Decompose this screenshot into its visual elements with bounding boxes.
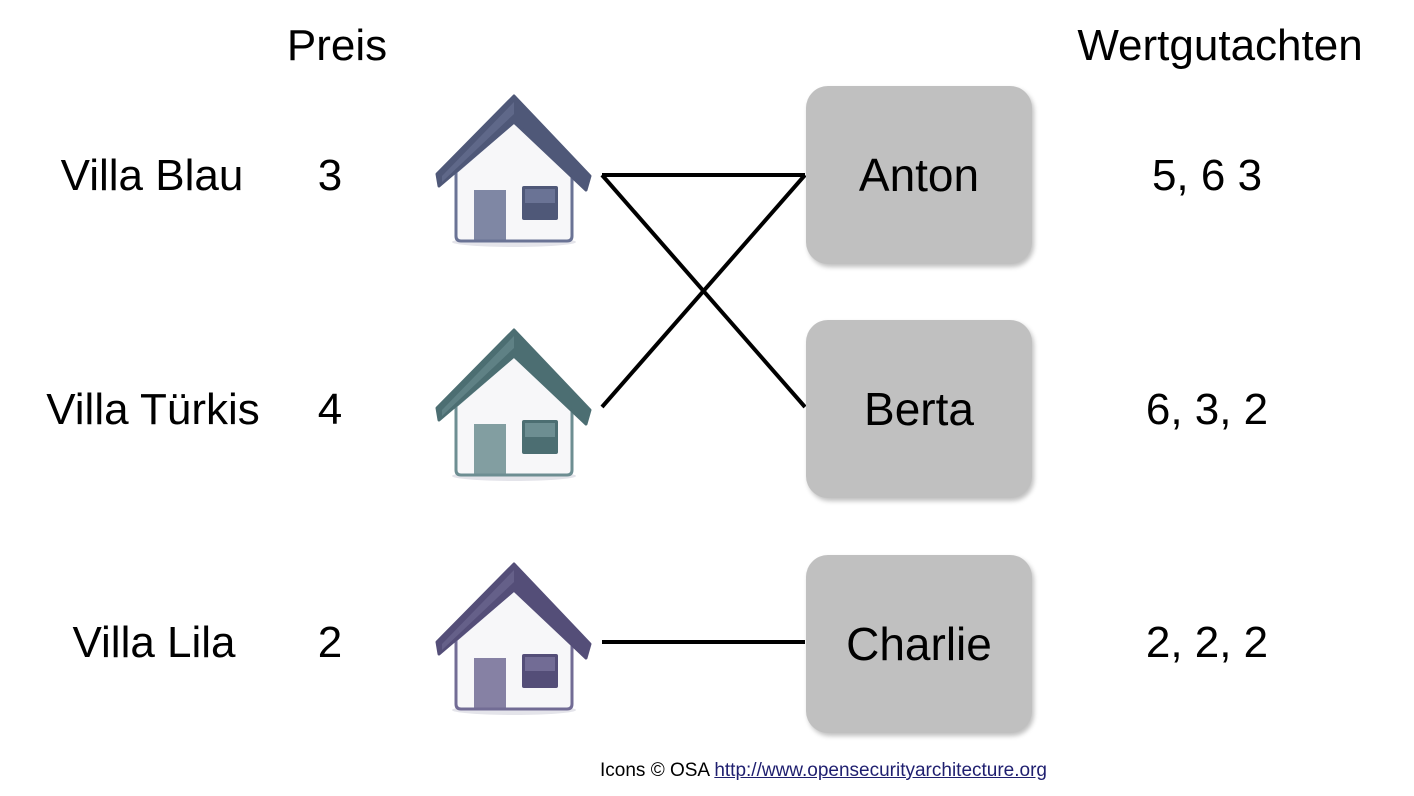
header-appraisals: Wertgutachten: [1077, 21, 1363, 70]
appraiser-name: Berta: [864, 383, 974, 435]
house-icon: [435, 562, 592, 715]
villa-name: Villa Türkis: [46, 385, 260, 434]
appraiser-box-berta: Berta: [806, 320, 1032, 498]
villa-name: Villa Lila: [72, 618, 236, 667]
villa-price: 3: [317, 151, 343, 200]
villa-name: Villa Blau: [60, 151, 244, 200]
house-icon: [435, 328, 592, 481]
house-icon: [435, 94, 592, 247]
appraiser-name: Anton: [858, 149, 980, 201]
connection-line: [600, 173, 807, 409]
appraiser-name: Charlie: [846, 618, 992, 670]
osa-link[interactable]: http://www.opensecurityarchitecture.org: [714, 760, 1047, 781]
credit-text: Icons © OSA: [600, 760, 710, 781]
villa-price: 4: [317, 385, 343, 434]
appraiser-box-anton: Anton: [806, 86, 1032, 264]
appraisal-values: 6, 3, 2: [1145, 385, 1269, 434]
appraisal-values: 5, 6 3: [1151, 151, 1263, 200]
header-price: Preis: [286, 21, 388, 70]
footer-credit: Icons © OSA http://www.opensecurityarchi…: [600, 760, 1047, 782]
villa-price: 2: [317, 618, 343, 667]
appraisal-values: 2, 2, 2: [1145, 618, 1269, 667]
appraiser-box-charlie: Charlie: [806, 555, 1032, 733]
